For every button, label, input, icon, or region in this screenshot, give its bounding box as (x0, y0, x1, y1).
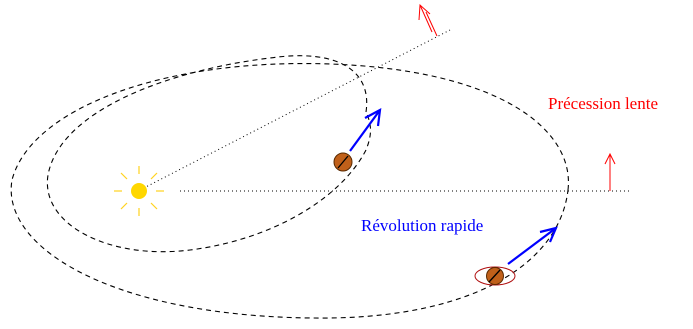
orbit-ellipse-main (10, 62, 569, 319)
orbit-ellipse-tilted (46, 55, 372, 253)
velocity-arrow-main (507, 226, 558, 265)
precession-arrow-right (604, 152, 616, 191)
sun-icon (114, 166, 164, 216)
precession-label: Précession lente (548, 94, 658, 113)
planet-icon (333, 152, 353, 172)
precession-arrow-top (418, 3, 438, 37)
velocity-arrow-tilted (349, 108, 382, 152)
planet-with-ring-icon (474, 266, 516, 286)
revolution-label: Révolution rapide (361, 216, 484, 235)
apsidal-line-tilted (139, 29, 451, 191)
